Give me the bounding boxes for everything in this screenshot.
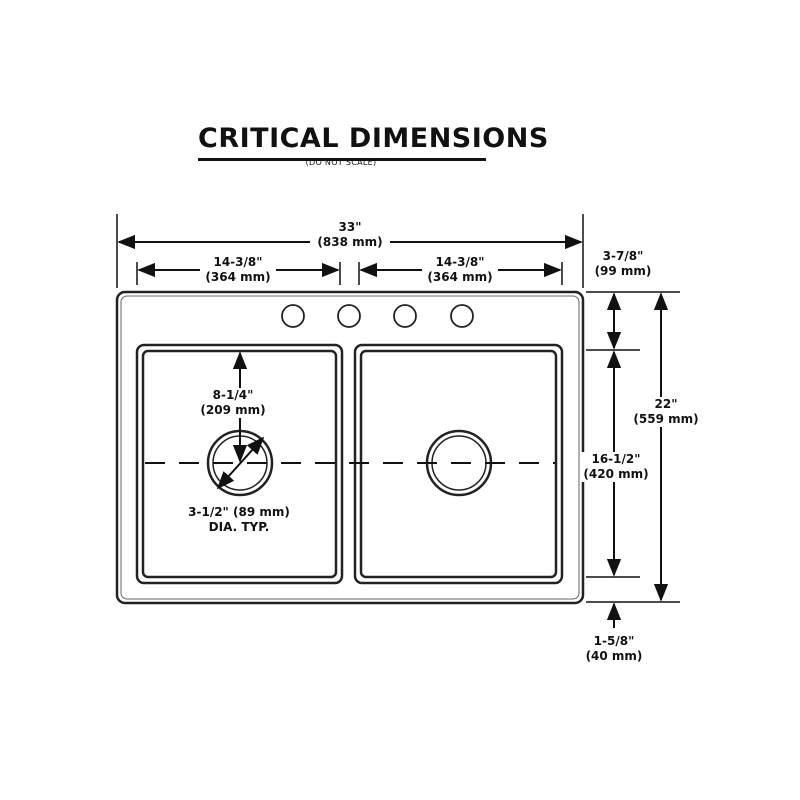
drain-diameter-arrow — [216, 436, 265, 490]
overall-width-label: 33" (838 mm) — [310, 220, 390, 250]
drain-diameter-label: 3-1/2" (89 mm) DIA. TYP. — [188, 505, 290, 534]
faucet-hole — [337, 304, 361, 328]
faucet-hole — [281, 304, 305, 328]
faucet-hole — [393, 304, 417, 328]
right-bowl-width-label: 14-3/8" (364 mm) — [422, 255, 498, 285]
overall-depth-label: 22" (559 mm) — [628, 397, 704, 427]
diagram-subtitle: (DO NOT SCALE) — [305, 158, 377, 167]
faucet-holes — [281, 304, 474, 328]
left-bowl-width-label: 14-3/8" (364 mm) — [200, 255, 276, 285]
drain-offset-label: 8-1/4" (209 mm) — [196, 388, 270, 418]
bowl-depth-label: 16-1/2" (420 mm) — [580, 452, 652, 482]
front-rim-label: 1-5/8" (40 mm) — [585, 634, 643, 663]
back-deck-label: 3-7/8" (99 mm) — [594, 249, 652, 278]
faucet-hole — [450, 304, 474, 328]
